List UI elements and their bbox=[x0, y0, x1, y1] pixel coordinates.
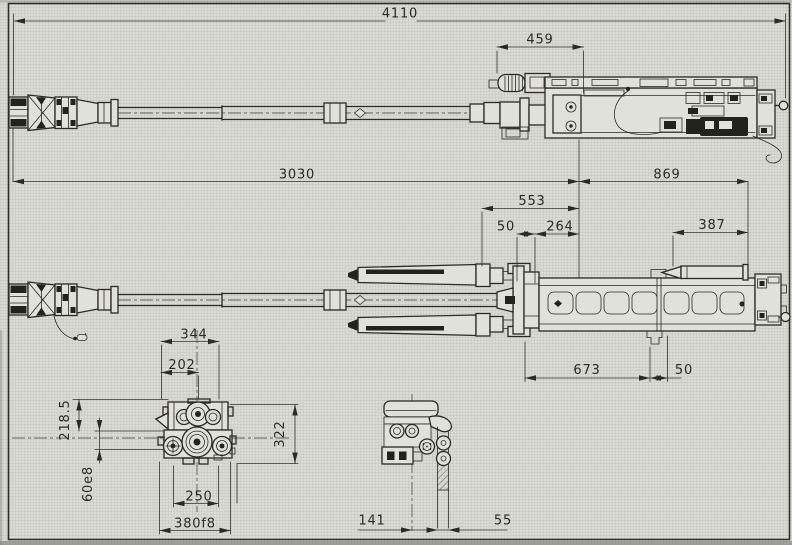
dim-receiver-group: 459 bbox=[496, 33, 584, 94]
dim-base-fit-width: 380f8 bbox=[159, 461, 238, 535]
dim-outer-width: 344 bbox=[160, 328, 220, 400]
drawing-frame bbox=[7, 2, 791, 541]
dim-wall-thickness-label: 55 bbox=[494, 514, 512, 529]
dim-receiver-length-label: 869 bbox=[653, 168, 680, 183]
dim-overall-length-label: 4110 bbox=[382, 7, 418, 22]
dim-base-fit-width-label: 380f8 bbox=[174, 517, 216, 532]
dim-overall-length: 4110 bbox=[13, 7, 786, 99]
dim-receiver-length: 869 bbox=[578, 168, 749, 268]
view-side-elevation bbox=[8, 72, 789, 164]
dim-recoil-group: 553 bbox=[481, 194, 580, 267]
dim-receiver-body-label: 673 bbox=[573, 363, 600, 378]
dim-upper-height-label: 218.5 bbox=[58, 399, 73, 440]
dim-recoil-group-label: 553 bbox=[518, 194, 545, 209]
dim-cradle-spacing-label: 264 bbox=[546, 220, 573, 235]
view-top-plan bbox=[8, 262, 791, 345]
view-front-section bbox=[12, 330, 290, 512]
dim-overall-height: 322 bbox=[229, 404, 299, 464]
dim-overall-height-label: 322 bbox=[273, 420, 288, 447]
dim-outer-width-label: 344 bbox=[180, 328, 207, 343]
dim-receiver-group-label: 459 bbox=[526, 33, 553, 48]
dim-barrel-length: 3030 bbox=[12, 128, 580, 289]
view-mount-section bbox=[381, 394, 453, 531]
dim-feed-opening-label: 387 bbox=[698, 218, 725, 233]
dim-inner-width: 202 bbox=[160, 358, 199, 400]
dim-feed-opening: 387 bbox=[672, 218, 749, 267]
dim-receiver-body: 673 50 bbox=[524, 335, 693, 382]
dim-barrel-length-label: 3030 bbox=[279, 168, 315, 183]
dim-base-inner-width: 250 bbox=[173, 465, 219, 508]
dim-front-offset-label: 50 bbox=[497, 220, 515, 235]
dim-front-offset-and-cradle: 50 264 bbox=[497, 220, 580, 284]
dim-rear-lug-label: 50 bbox=[675, 363, 693, 378]
dim-upper-height: 218.5 bbox=[58, 399, 169, 441]
dim-base-inner-width-label: 250 bbox=[185, 490, 212, 505]
dim-rail-fit-label: 60e8 bbox=[81, 466, 96, 502]
dim-inner-width-label: 202 bbox=[168, 358, 195, 373]
dim-axis-to-wall: 141 55 bbox=[357, 514, 512, 533]
dim-rail-fit: 60e8 bbox=[81, 417, 165, 502]
dim-axis-to-wall-label: 141 bbox=[358, 514, 385, 529]
